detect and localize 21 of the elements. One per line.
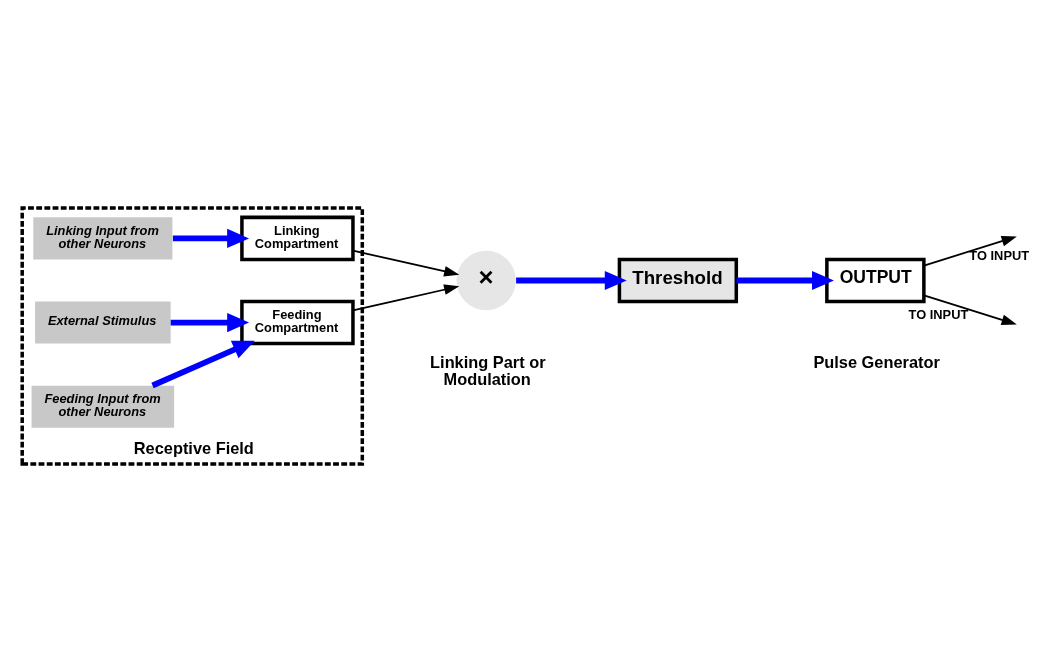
- node-box: External Stimulus: [35, 301, 171, 344]
- label: Linking Part or Modulation: [430, 353, 546, 388]
- node-box: Linking Compartment: [240, 215, 355, 262]
- arrow: [923, 235, 1017, 267]
- node-box: OUTPUT: [825, 257, 926, 304]
- arrow: [736, 270, 834, 291]
- node-box: Feeding Input from other Neurons: [31, 385, 175, 428]
- arrow: [352, 249, 460, 277]
- edge-label: TO INPUT: [969, 248, 1030, 264]
- edge-label: TO INPUT: [908, 306, 969, 322]
- node-box: Feeding Compartment: [240, 299, 355, 346]
- arrow: [151, 340, 255, 389]
- node-box: Threshold: [617, 257, 739, 304]
- arrow: [516, 270, 627, 291]
- label: Pulse Generator: [813, 352, 940, 371]
- arrow: [352, 284, 460, 312]
- node-box: Linking Input from other Neurons: [33, 217, 173, 260]
- arrow: [170, 312, 250, 333]
- node-circle: ×: [456, 250, 516, 311]
- arrow: [172, 228, 250, 248]
- arrow: [923, 294, 1017, 325]
